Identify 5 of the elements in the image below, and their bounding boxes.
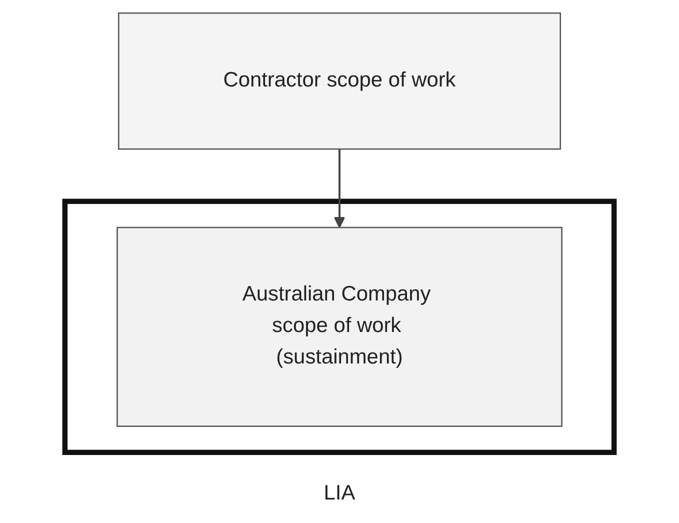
node-box: Contractor scope of work bbox=[118, 12, 562, 150]
node-box: Australian Company scope of work (sustainment) bbox=[116, 226, 562, 427]
arrow bbox=[334, 149, 346, 228]
node-label: LIA bbox=[324, 482, 356, 505]
cluster bbox=[62, 198, 617, 455]
